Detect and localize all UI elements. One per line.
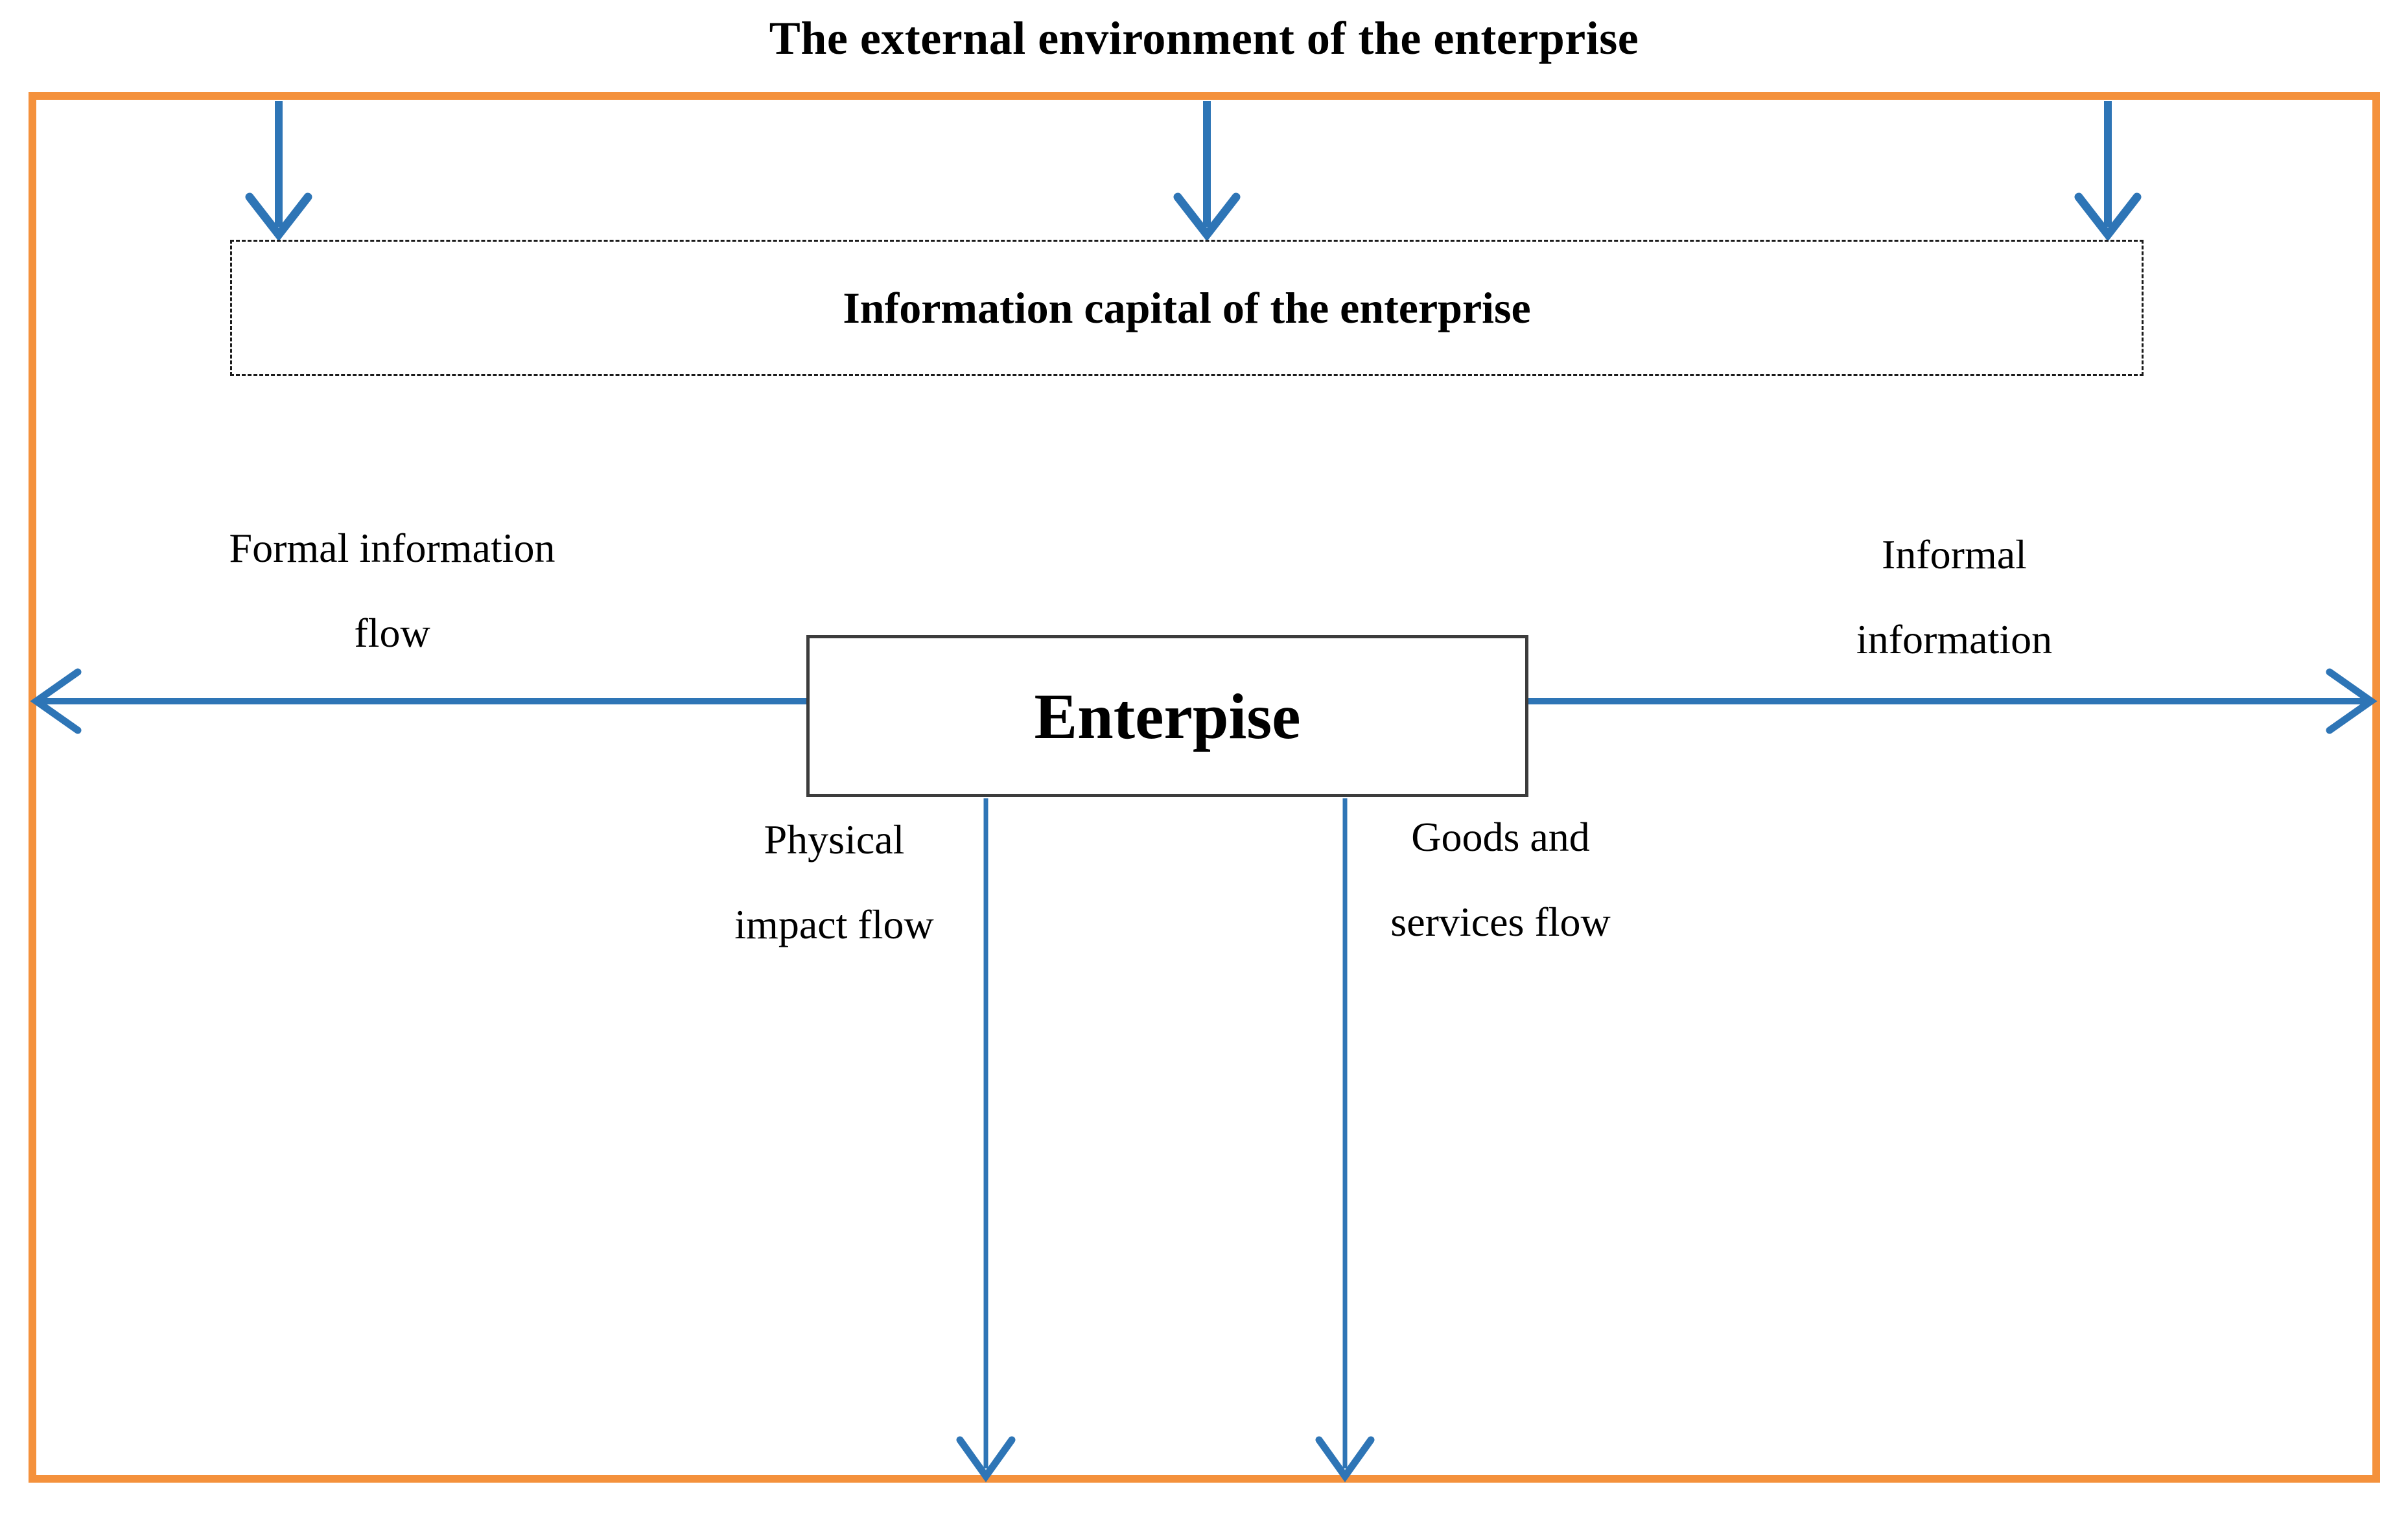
formal-flow-label-line2: flow	[354, 610, 430, 656]
information-capital-label: Information capital of the enterprise	[843, 283, 1531, 332]
information-capital-box: Information capital of the enterprise	[230, 240, 2144, 376]
informal-flow-arrow-icon	[1527, 668, 2378, 734]
physical-impact-flow-label: Physical impact flow	[640, 816, 1029, 948]
goods-services-flow-label-line1: Goods and	[1411, 814, 1590, 860]
goods-services-flow-label: Goods and services flow	[1306, 815, 1695, 944]
formal-flow-arrow-icon	[30, 668, 809, 734]
informal-flow-label-line2: information	[1856, 616, 2053, 663]
physical-impact-flow-label-line2: impact flow	[734, 901, 934, 948]
physical-impact-arrow-icon	[956, 798, 1016, 1483]
formal-flow-label: Formal information flow	[110, 525, 674, 656]
physical-impact-flow-label-line1: Physical	[764, 816, 905, 863]
external-environment-boundary	[29, 92, 2380, 1483]
page-title: The external environment of the enterpri…	[769, 12, 1639, 64]
top-arrow-right-icon	[2074, 101, 2142, 242]
enterprise-label: Enterpise	[1034, 680, 1301, 752]
formal-flow-label-line1: Formal information	[229, 525, 555, 571]
goods-services-flow-label-line2: services flow	[1390, 899, 1611, 945]
informal-flow-label: Informal information	[1773, 531, 2136, 663]
goods-services-arrow-icon	[1315, 798, 1375, 1483]
informal-flow-label-line1: Informal	[1882, 531, 2027, 577]
enterprise-box: Enterpise	[806, 635, 1528, 797]
top-arrow-center-icon	[1173, 101, 1241, 242]
top-arrow-left-icon	[245, 101, 312, 242]
